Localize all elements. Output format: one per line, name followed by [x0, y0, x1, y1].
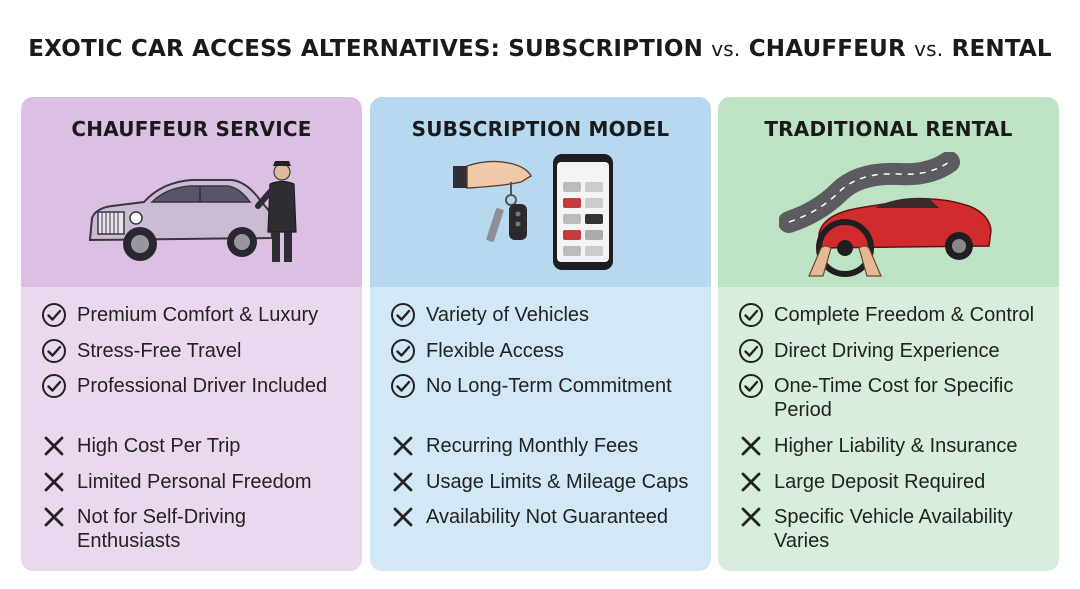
list-item: Usage Limits & Mileage Caps	[390, 470, 701, 495]
x-mark-icon	[393, 436, 413, 456]
list-item: One-Time Cost for Specific Period	[738, 374, 1049, 422]
check-circle-icon	[391, 303, 415, 327]
x-mark-icon	[741, 472, 761, 491]
list-item: Complete Freedom & Control	[738, 303, 1049, 328]
x-mark-icon	[44, 507, 64, 527]
card-header: TRADITIONAL RENTAL	[718, 97, 1059, 287]
card-header: CHAUFFEUR SERVICE	[21, 97, 362, 287]
pros-list: Complete Freedom & Control Direct Drivin…	[738, 303, 1049, 433]
check-circle-icon	[42, 374, 66, 398]
x-mark-icon	[393, 472, 413, 491]
list-item: Premium Comfort & Luxury	[41, 303, 352, 328]
list-item: Higher Liability & Insurance	[738, 434, 1049, 459]
check-circle-icon	[42, 338, 66, 363]
page-title: EXOTIC CAR ACCESS ALTERNATIVES: SUBSCRIP…	[28, 36, 1052, 62]
chauffeur-service-card: CHAUFFEUR SERVICE	[21, 97, 362, 571]
check-circle-icon	[739, 374, 763, 398]
sports-car-road-illustration	[718, 152, 1059, 282]
card-body	[718, 287, 1059, 571]
list-item: Recurring Monthly Fees	[390, 434, 701, 459]
list-item: Professional Driver Included	[41, 374, 352, 399]
subscription-model-card: SUBSCRIPTION MODEL	[370, 97, 711, 571]
check-circle-icon	[42, 303, 66, 327]
list-item: Not for Self-Driving Enthusiasts	[41, 505, 352, 553]
keys-and-phone-illustration	[370, 152, 711, 282]
card-title: TRADITIONAL RENTAL	[764, 117, 1013, 141]
list-item: Stress-Free Travel	[41, 338, 352, 364]
card-header: SUBSCRIPTION MODEL	[370, 97, 711, 287]
list-item: Large Deposit Required	[738, 470, 1049, 495]
card-title: SUBSCRIPTION MODEL	[411, 117, 670, 141]
list-item: High Cost Per Trip	[41, 434, 352, 459]
x-mark-icon	[741, 436, 761, 456]
list-item: Direct Driving Experience	[738, 338, 1049, 364]
cons-list: Higher Liability & Insurance Large Depos…	[738, 434, 1049, 564]
luxury-car-chauffeur-illustration	[21, 152, 362, 282]
card-body	[21, 287, 362, 571]
cons-list: Recurring Monthly Fees Usage Limits & Mi…	[390, 434, 701, 541]
list-item: Limited Personal Freedom	[41, 470, 352, 495]
list-item: No Long-Term Commitment	[390, 374, 701, 399]
list-item: Flexible Access	[390, 338, 701, 364]
pros-list: Premium Comfort & Luxury Stress-Free Tra…	[41, 303, 352, 410]
x-mark-icon	[741, 507, 761, 527]
card-title: CHAUFFEUR SERVICE	[71, 117, 312, 141]
cons-list: High Cost Per Trip Limited Personal Free…	[41, 434, 352, 564]
check-circle-icon	[391, 374, 415, 398]
card-body	[370, 287, 711, 571]
list-item: Availability Not Guaranteed	[390, 505, 701, 530]
list-item: Specific Vehicle Availability Varies	[738, 505, 1049, 553]
check-circle-icon	[739, 338, 763, 363]
pros-list: Variety of Vehicles Flexible Access No L…	[390, 303, 701, 410]
x-mark-icon	[44, 472, 64, 491]
x-mark-icon	[393, 507, 413, 527]
list-item: Variety of Vehicles	[390, 303, 701, 328]
traditional-rental-card: TRADITIONAL RENTAL Complete Freedom & Co	[718, 97, 1059, 571]
x-mark-icon	[44, 436, 64, 456]
check-circle-icon	[739, 303, 763, 327]
check-circle-icon	[391, 338, 415, 363]
